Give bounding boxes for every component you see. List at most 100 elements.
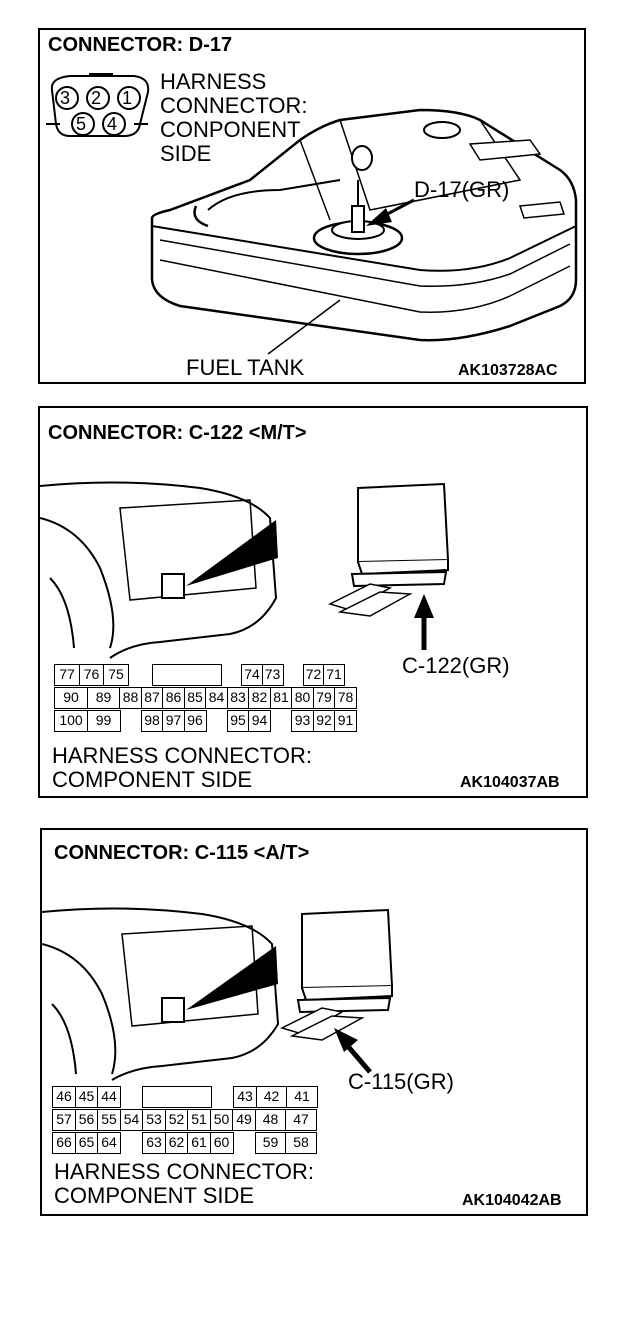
pin-row-2: 57 56 55 54 53 52 51 50 49 48 47 xyxy=(52,1109,317,1131)
pin-row-2: 90 89 88 87 86 85 84 83 82 81 80 79 78 xyxy=(54,687,357,709)
pin-gap xyxy=(120,1086,144,1108)
connector-legend-line-3: CONPONENT xyxy=(160,117,301,142)
pin-cell: 51 xyxy=(187,1109,211,1131)
pin-cell: 90 xyxy=(54,687,88,709)
panel-title: CONNECTOR: D-17 xyxy=(48,34,233,56)
pin-label-3: 3 xyxy=(60,88,71,108)
pin-cell: 75 xyxy=(103,664,129,686)
connector-legend-line-4: SIDE xyxy=(160,141,212,166)
figure-code: AK103728AC xyxy=(458,362,558,379)
panel-title: CONNECTOR: C-122 <M/T> xyxy=(48,422,307,444)
pin-cell: 94 xyxy=(248,710,271,732)
pin-cell: 55 xyxy=(97,1109,121,1131)
pin-label-2: 2 xyxy=(91,88,102,108)
figure-code: AK104042AB xyxy=(462,1192,562,1209)
pin-gap xyxy=(205,710,228,732)
connector-legend-line-2: CONNECTOR: xyxy=(160,93,308,118)
connector-lock-tab xyxy=(142,1086,212,1108)
pin-cell: 89 xyxy=(86,687,121,709)
pin-cell: 49 xyxy=(232,1109,256,1131)
pin-cell: 44 xyxy=(97,1086,121,1108)
pin-cell: 97 xyxy=(162,710,185,732)
pin-gap xyxy=(270,710,293,732)
pin-gap xyxy=(282,664,304,686)
pin-row-1: 46 45 44 43 42 41 xyxy=(52,1086,318,1108)
instrument-panel-illustration xyxy=(40,481,450,659)
pin-cell: 79 xyxy=(312,687,336,709)
pin-cell: 80 xyxy=(291,687,314,709)
pin-cell: 46 xyxy=(52,1086,76,1108)
pin-label-5: 5 xyxy=(76,114,87,134)
pin-cell: 53 xyxy=(142,1109,166,1131)
pin-cell: 74 xyxy=(241,664,263,686)
fuel-tank-illustration xyxy=(46,73,578,355)
pin-cell: 92 xyxy=(312,710,336,732)
pin-cell: 85 xyxy=(183,687,207,709)
connector-legend-line-1: HARNESS xyxy=(160,69,267,94)
pin-cell: 76 xyxy=(78,664,105,686)
pin-cell: 54 xyxy=(119,1109,144,1131)
pin-gap xyxy=(120,1132,144,1154)
pin-cell: 50 xyxy=(209,1109,234,1131)
connector-callout: D-17(GR) xyxy=(414,177,510,202)
pin-cell: 77 xyxy=(54,664,80,686)
connector-lock-tab xyxy=(152,664,222,686)
instrument-panel-illustration xyxy=(42,907,394,1081)
pin-cell: 96 xyxy=(183,710,207,732)
pin-gap xyxy=(119,710,142,732)
footer-line-1: HARNESS CONNECTOR: xyxy=(52,743,312,768)
pin-label-4: 4 xyxy=(107,114,118,134)
pin-row-3: 66 65 64 63 62 61 60 59 58 xyxy=(52,1132,317,1154)
footer-line-2: COMPONENT SIDE xyxy=(52,767,253,792)
pin-row-1: 77 76 75 74 73 72 71 xyxy=(54,664,345,686)
pin-cell: 43 xyxy=(233,1086,257,1108)
pin-cell: 82 xyxy=(248,687,271,709)
footer-line-1: HARNESS CONNECTOR: xyxy=(54,1159,314,1184)
pin-row-3: 100 99 98 97 96 95 94 93 92 91 xyxy=(54,710,357,732)
pin-cell: 71 xyxy=(323,664,345,686)
pin-cell: 81 xyxy=(269,687,293,709)
pin-cell: 86 xyxy=(162,687,185,709)
pin-cell: 100 xyxy=(54,710,88,732)
pin-cell: 88 xyxy=(119,687,142,709)
pin-cell: 47 xyxy=(285,1109,317,1131)
connector-callout: C-115(GR) xyxy=(348,1069,454,1094)
pin-gap xyxy=(211,1086,235,1108)
pin-cell: 78 xyxy=(334,687,357,709)
pin-cell: 42 xyxy=(255,1086,288,1108)
pin-cell: 60 xyxy=(209,1132,234,1154)
pin-cell: 66 xyxy=(52,1132,76,1154)
figure-code: AK104037AB xyxy=(460,774,560,791)
pin-gap xyxy=(128,664,154,686)
pin-cell: 91 xyxy=(334,710,357,732)
pin-cell: 45 xyxy=(74,1086,99,1108)
pin-cell: 98 xyxy=(140,710,164,732)
pin-cell: 65 xyxy=(74,1132,99,1154)
panel-d17: CONNECTOR: D-17 HAR xyxy=(38,28,586,384)
panel-title: CONNECTOR: C-115 <A/T> xyxy=(54,842,310,864)
pin-cell: 84 xyxy=(205,687,228,709)
pin-cell: 72 xyxy=(302,664,325,686)
pin-cell: 62 xyxy=(164,1132,189,1154)
pin-cell: 63 xyxy=(142,1132,166,1154)
pin-cell: 52 xyxy=(164,1109,189,1131)
fuel-tank-label: FUEL TANK xyxy=(186,355,305,380)
pin-cell: 48 xyxy=(254,1109,287,1131)
pin-label-1: 1 xyxy=(122,88,133,108)
pin-cell: 99 xyxy=(86,710,121,732)
pin-cell: 41 xyxy=(286,1086,318,1108)
pin-cell: 95 xyxy=(226,710,250,732)
pin-gap xyxy=(221,664,243,686)
pin-cell: 59 xyxy=(254,1132,287,1154)
pin-cell: 93 xyxy=(291,710,314,732)
pin-gap xyxy=(232,1132,256,1154)
pin-cell: 73 xyxy=(261,664,284,686)
panel-c122: CONNECTOR: C-122 <M/T> C-122(GR) 77 76 7… xyxy=(38,406,588,798)
pin-cell: 57 xyxy=(52,1109,76,1131)
panel-c115: CONNECTOR: C-115 <A/T> C-115(GR) 46 45 4… xyxy=(40,828,588,1216)
connector-callout: C-122(GR) xyxy=(402,653,510,678)
pin-cell: 87 xyxy=(140,687,164,709)
pin-cell: 61 xyxy=(187,1132,211,1154)
pin-cell: 58 xyxy=(285,1132,317,1154)
pin-cell: 56 xyxy=(74,1109,99,1131)
